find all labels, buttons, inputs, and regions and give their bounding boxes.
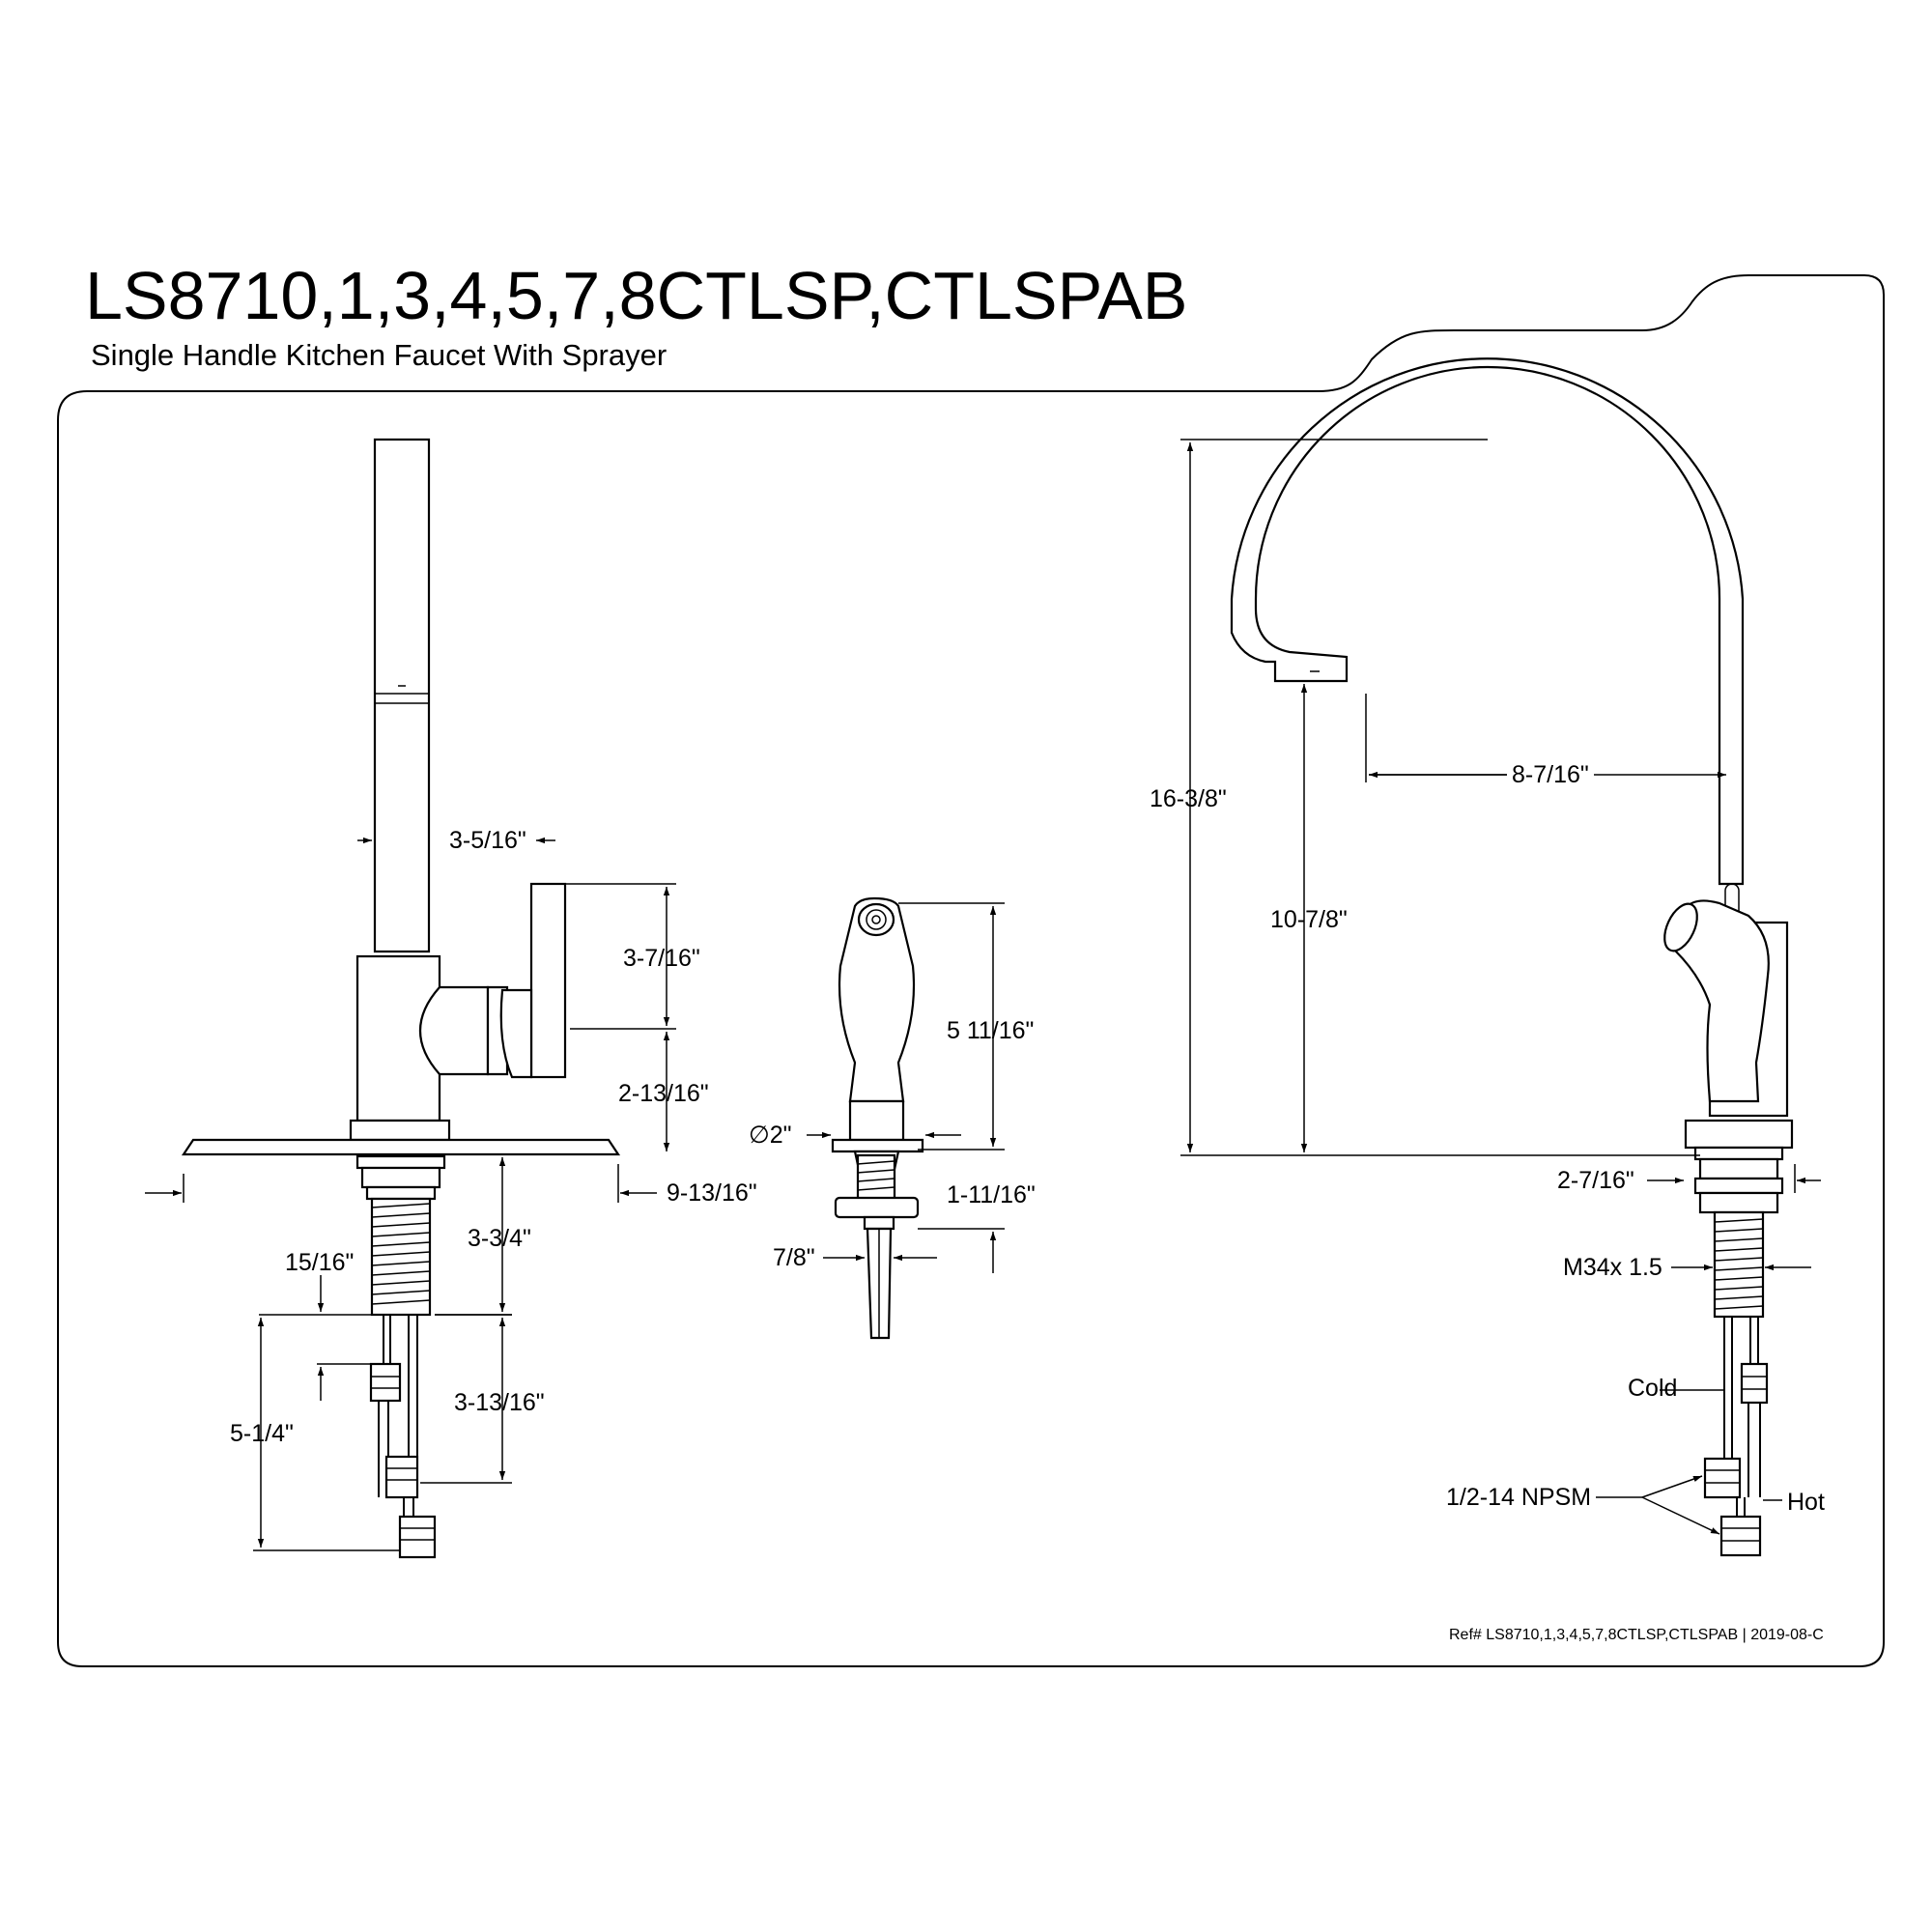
dim-total-supply: 5-1/4" (230, 1420, 294, 1447)
deck-plate (181, 1138, 621, 1156)
gooseneck-spout (1230, 357, 1745, 886)
hot-label: Hot (1787, 1489, 1825, 1516)
spout-column (373, 438, 431, 953)
dim-sprayer-base: ∅2" (749, 1122, 792, 1149)
page-title: LS8710,1,3,4,5,7,8CTLSP,CTLSPAB (85, 258, 1187, 333)
sprayer-head (838, 896, 916, 1103)
dim-hose-diameter: 7/8" (773, 1244, 815, 1271)
dim-spout-clearance: 10-7/8" (1270, 906, 1348, 933)
dim-handle-height: 3-7/16" (623, 945, 700, 972)
page-subtitle: Single Handle Kitchen Faucet With Spraye… (91, 338, 667, 372)
threaded-shank (370, 1197, 432, 1317)
drawing-frame (57, 274, 1885, 1667)
dim-sprayer-height: 5 11/16" (947, 1017, 1034, 1044)
dim-sprayer-mount: 1-11/16" (947, 1181, 1036, 1208)
front-view-dimensions: 16-3/8" 10-7/8" 8-7/16" 2-7/16" M34x 1.5… (1150, 439, 1825, 1535)
dim-spout-reach: 8-7/16" (1512, 761, 1589, 788)
front-shank (1713, 1210, 1765, 1319)
dim-handle-offset: 3-5/16" (449, 827, 526, 854)
dim-deck-plate: 9-13/16" (667, 1179, 757, 1207)
dim-shank-offset: 15/16" (285, 1249, 354, 1276)
thread-label: M34x 1.5 (1563, 1254, 1662, 1281)
connection-label: 1/2-14 NPSM (1446, 1484, 1591, 1511)
handle-neck (419, 985, 490, 1076)
handle-lever (529, 882, 567, 1079)
front-base (1684, 1119, 1794, 1150)
side-view-drawing (181, 438, 621, 1559)
dim-front-base: 2-7/16" (1557, 1167, 1634, 1194)
dim-total-height: 16-3/8" (1150, 785, 1227, 812)
dim-shank-length: 3-3/4" (468, 1225, 531, 1252)
front-sprayer-head (1674, 899, 1770, 1103)
dim-body-height: 2-13/16" (618, 1080, 709, 1107)
sprayer-dimensions: 5 11/16" ∅2" 1-11/16" 7/8" (749, 902, 1036, 1273)
cold-label: Cold (1628, 1375, 1677, 1402)
dim-supply-length: 3-13/16" (454, 1389, 545, 1416)
reference-footer: Ref# LS8710,1,3,4,5,7,8CTLSP,CTLSPAB | 2… (1449, 1627, 1824, 1643)
sprayer-drawing (831, 896, 924, 1340)
side-view-dimensions: 3-5/16" 3-7/16" 2-13/16" 9-13/16" 3-3/4"… (145, 827, 757, 1551)
front-view-drawing (1230, 357, 1794, 1557)
